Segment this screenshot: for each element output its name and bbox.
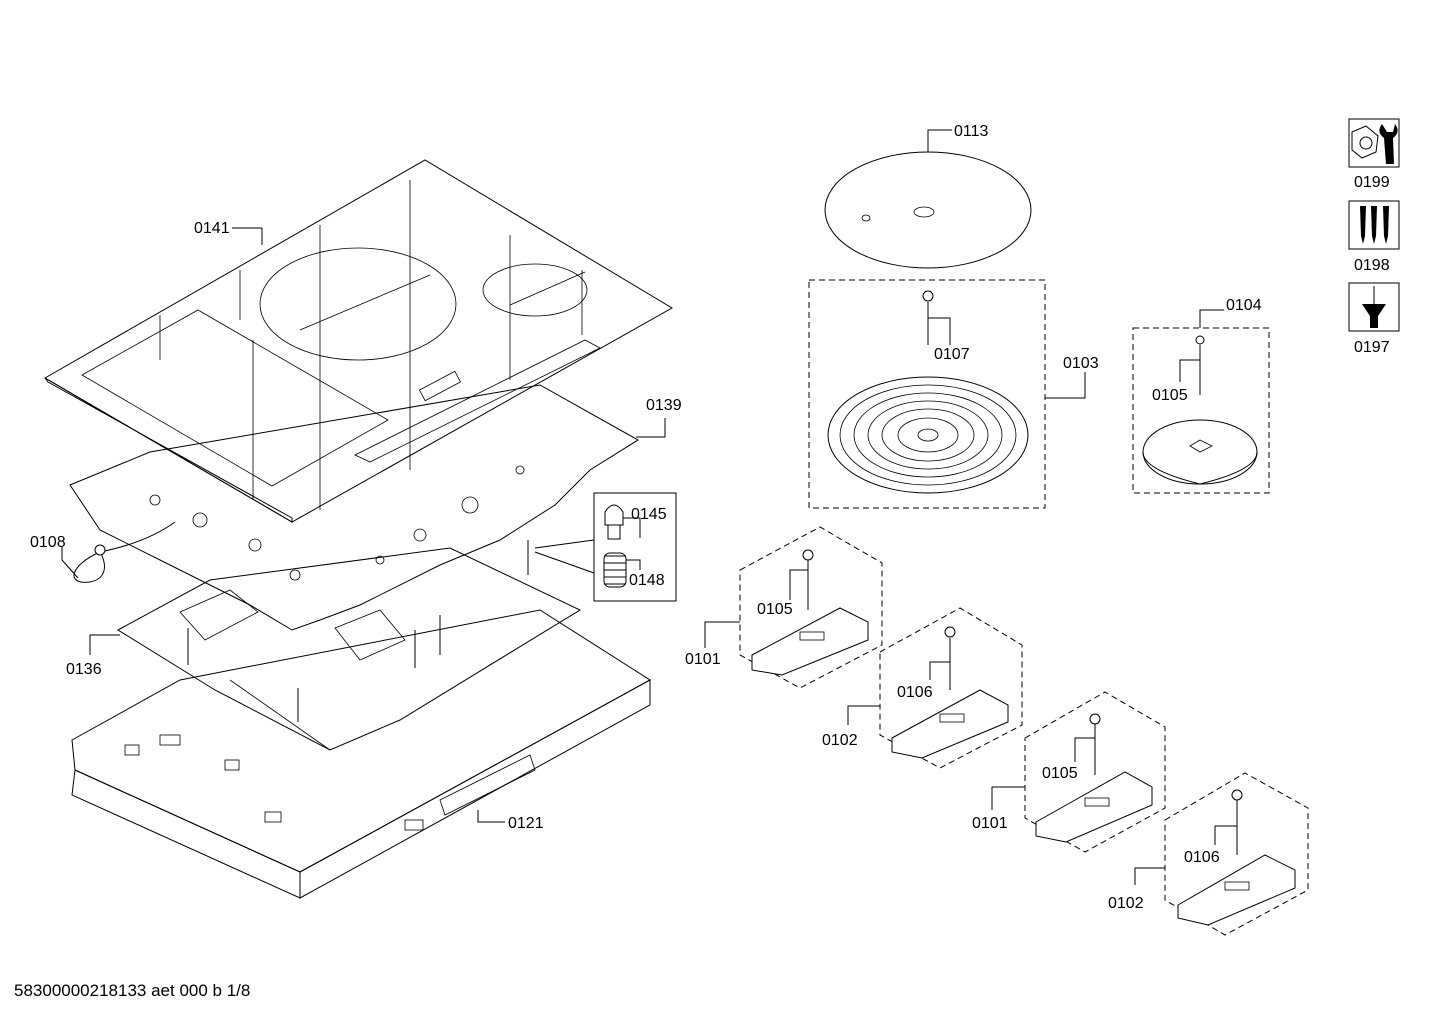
screws-icon (1348, 200, 1400, 250)
label-0104: 0104 (1226, 297, 1262, 314)
label-0141: 0141 (194, 220, 230, 237)
label-0197: 0197 (1354, 339, 1390, 356)
label-0106-a: 0106 (897, 684, 933, 701)
leader-0107 (928, 317, 951, 345)
ferrite-holder-0101-b (1035, 713, 1153, 843)
cover-plate-0113 (824, 151, 1032, 269)
group-box-0103 (808, 279, 1046, 509)
group-box-0101-a (739, 526, 883, 689)
label-0198: 0198 (1354, 257, 1390, 274)
label-0102-b: 0102 (1108, 895, 1144, 912)
label-0136: 0136 (66, 661, 102, 678)
leader-0136 (89, 634, 120, 655)
label-0145: 0145 (631, 506, 667, 523)
induction-coil-0103 (827, 290, 1029, 494)
leader-0148 (626, 559, 641, 570)
leader-0145 (623, 517, 641, 538)
screw-dispenser-icon (1348, 282, 1400, 332)
label-0148: 0148 (629, 572, 665, 589)
label-0105-a: 0105 (1152, 387, 1188, 404)
label-0105-c: 0105 (1042, 765, 1078, 782)
label-0103: 0103 (1063, 355, 1099, 372)
leader-0105a (1179, 359, 1200, 382)
group-box-0102-b (1164, 772, 1309, 936)
leader-0113 (927, 129, 952, 152)
leader-0106b (1214, 825, 1237, 845)
document-footer-id: 58300000218133 aet 000 b 1/8 (14, 981, 251, 1000)
leader-0139 (636, 418, 666, 438)
leader-0102a (847, 705, 880, 725)
leader-0102b (1134, 867, 1165, 885)
leader-0105b (789, 569, 808, 600)
leader-0104 (1199, 309, 1224, 328)
group-box-0101-b (1024, 691, 1166, 853)
detail-box-0145-0148 (534, 492, 677, 602)
label-0139: 0139 (646, 397, 682, 414)
leader-0105c (1074, 737, 1095, 762)
ferrite-holder-0101-a (751, 549, 869, 676)
leader-0121 (477, 810, 505, 823)
group-box-0102-a (879, 607, 1023, 769)
insulation-sheet-0139 (69, 384, 639, 631)
leader-0101b (991, 786, 1025, 810)
label-0113: 0113 (954, 123, 989, 140)
sensor-disc-0104 (1142, 335, 1258, 485)
bottom-housing-0121 (71, 609, 651, 899)
label-0106-b: 0106 (1184, 849, 1220, 866)
glass-cooktop-0141 (44, 159, 673, 523)
nut-wrench-icon (1348, 118, 1400, 168)
ferrite-holder-0102-b (1177, 789, 1296, 926)
leader-0108 (61, 547, 79, 579)
label-0121: 0121 (508, 815, 544, 832)
leader-0101a (704, 621, 740, 648)
label-0102-a: 0102 (822, 732, 858, 749)
label-0107: 0107 (934, 346, 970, 363)
label-0101-a: 0101 (685, 651, 721, 668)
label-0108: 0108 (30, 534, 66, 551)
ferrite-holder-0102-a (891, 626, 1009, 759)
leader-0103 (1045, 372, 1086, 399)
leader-0106a (929, 661, 950, 680)
label-0199: 0199 (1354, 174, 1390, 191)
sensor-cable-0108 (73, 521, 176, 583)
label-0105-b: 0105 (757, 601, 793, 618)
label-0101-b: 0101 (972, 815, 1008, 832)
frame-carrier-0136 (117, 540, 582, 751)
